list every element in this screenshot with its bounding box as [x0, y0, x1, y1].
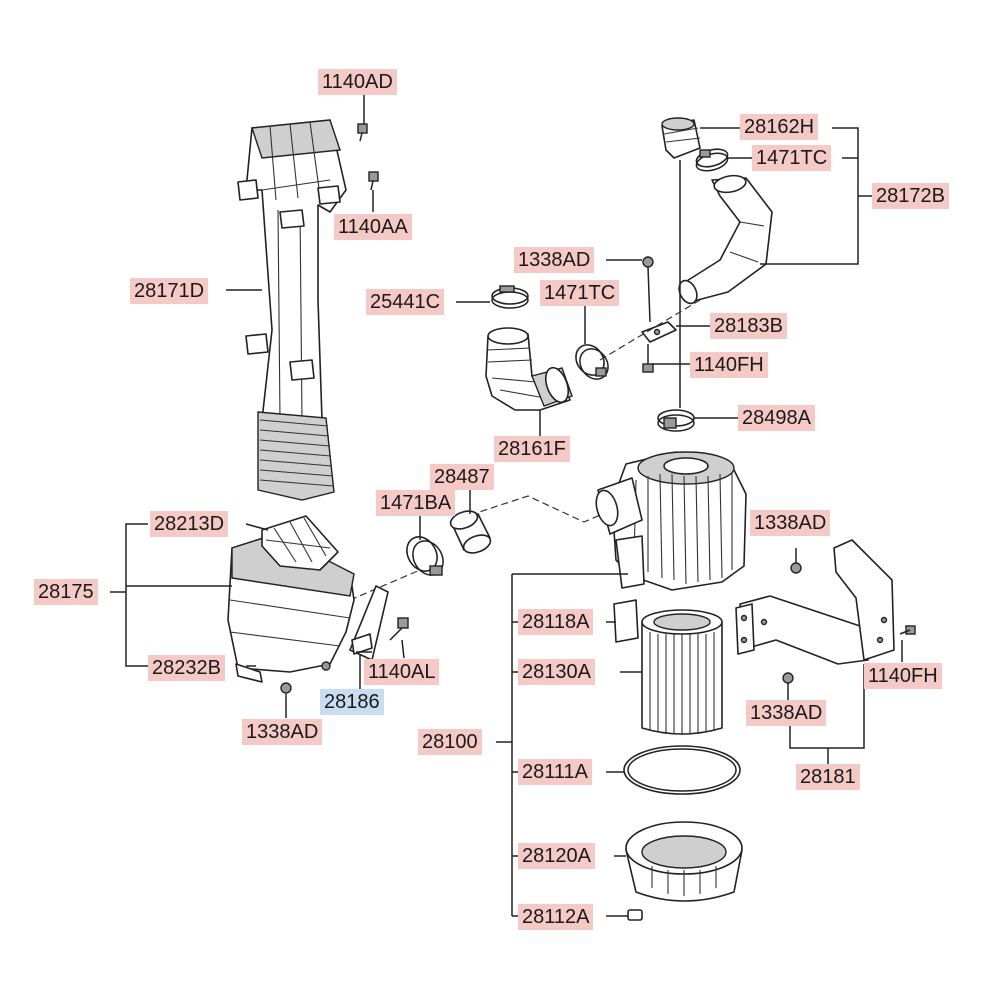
resonator-28175 — [227, 515, 355, 683]
label-28118a: 28118A — [518, 609, 594, 635]
bolt-1140fh-right-icon — [899, 625, 916, 635]
label-1140ad: 1140AD — [318, 69, 397, 95]
label-28175: 28175 — [34, 579, 98, 605]
label-1140fh-right: 1140FH — [864, 663, 942, 689]
connector-28162h-icon — [661, 117, 701, 159]
clamp-1471tc-mid-icon — [575, 344, 609, 380]
label-1338ad-right-top: 1338AD — [750, 510, 831, 536]
filter-element-28130a — [641, 609, 723, 735]
label-1140fh-mid: 1140FH — [690, 352, 768, 378]
label-1471tc-mid: 1471TC — [540, 280, 620, 306]
clamp-1471ba-icon — [406, 536, 444, 576]
label-1140aa: 1140AA — [334, 214, 412, 240]
label-28171d: 28171D — [130, 278, 209, 304]
bolt-1140fh-mid-icon — [642, 344, 654, 373]
label-25441c: 25441C — [366, 289, 445, 315]
lower-cover-28120a — [625, 821, 743, 902]
label-28181: 28181 — [796, 764, 860, 790]
label-28498a: 28498A — [738, 405, 815, 431]
label-28130a: 28130A — [518, 659, 595, 685]
label-28111a: 28111A — [518, 759, 592, 785]
bracket-28186-icon — [349, 585, 389, 661]
nut-1338ad-right-bottom-icon — [782, 672, 794, 700]
label-28100: 28100 — [418, 729, 482, 755]
label-28213d: 28213D — [150, 511, 229, 537]
label-28232b: 28232B — [148, 655, 225, 681]
nut-1338ad-right-top-icon — [790, 548, 802, 574]
air-intake-duct — [237, 119, 347, 501]
mounting-bracket-28181 — [735, 539, 895, 665]
label-28162h: 28162H — [740, 114, 819, 140]
label-28120a: 28120A — [518, 843, 595, 869]
label-1338ad-top: 1338AD — [514, 247, 595, 273]
air-cleaner-housing — [595, 451, 747, 591]
label-28487: 28487 — [430, 464, 494, 490]
intake-hose-28161f — [485, 327, 573, 411]
nut-1338ad-top-icon — [642, 256, 654, 323]
label-1338ad-right-bottom: 1338AD — [746, 700, 827, 726]
clamp-1471tc-top-icon — [695, 148, 729, 172]
clamp-25441c-icon — [491, 285, 529, 309]
label-1140al: 1140AL — [364, 659, 440, 685]
label-1338ad-left: 1338AD — [242, 719, 323, 745]
label-plate-28118a-icon — [613, 599, 639, 643]
label-28183b: 28183B — [710, 313, 787, 339]
label-28186: 28186 — [320, 689, 384, 715]
bracket-28183b-icon — [641, 321, 677, 343]
label-28161f: 28161F — [494, 436, 570, 462]
label-1471tc-top: 1471TC — [752, 145, 832, 171]
air-hose-28172b — [678, 174, 773, 305]
leader-lines — [110, 94, 903, 917]
label-1471ba: 1471BA — [376, 490, 456, 516]
hose-28487-icon — [449, 510, 492, 554]
label-28172b: 28172B — [872, 183, 949, 209]
bolt-1140aa-icon — [368, 171, 379, 191]
nut-1338ad-left-icon — [280, 682, 292, 694]
gasket-28111a-icon — [623, 745, 741, 795]
label-28112a: 28112A — [518, 904, 594, 930]
bolt-1140al-icon — [389, 617, 409, 641]
drain-valve-28112a-icon — [627, 909, 643, 921]
bolt-1140ad-icon — [357, 123, 368, 142]
